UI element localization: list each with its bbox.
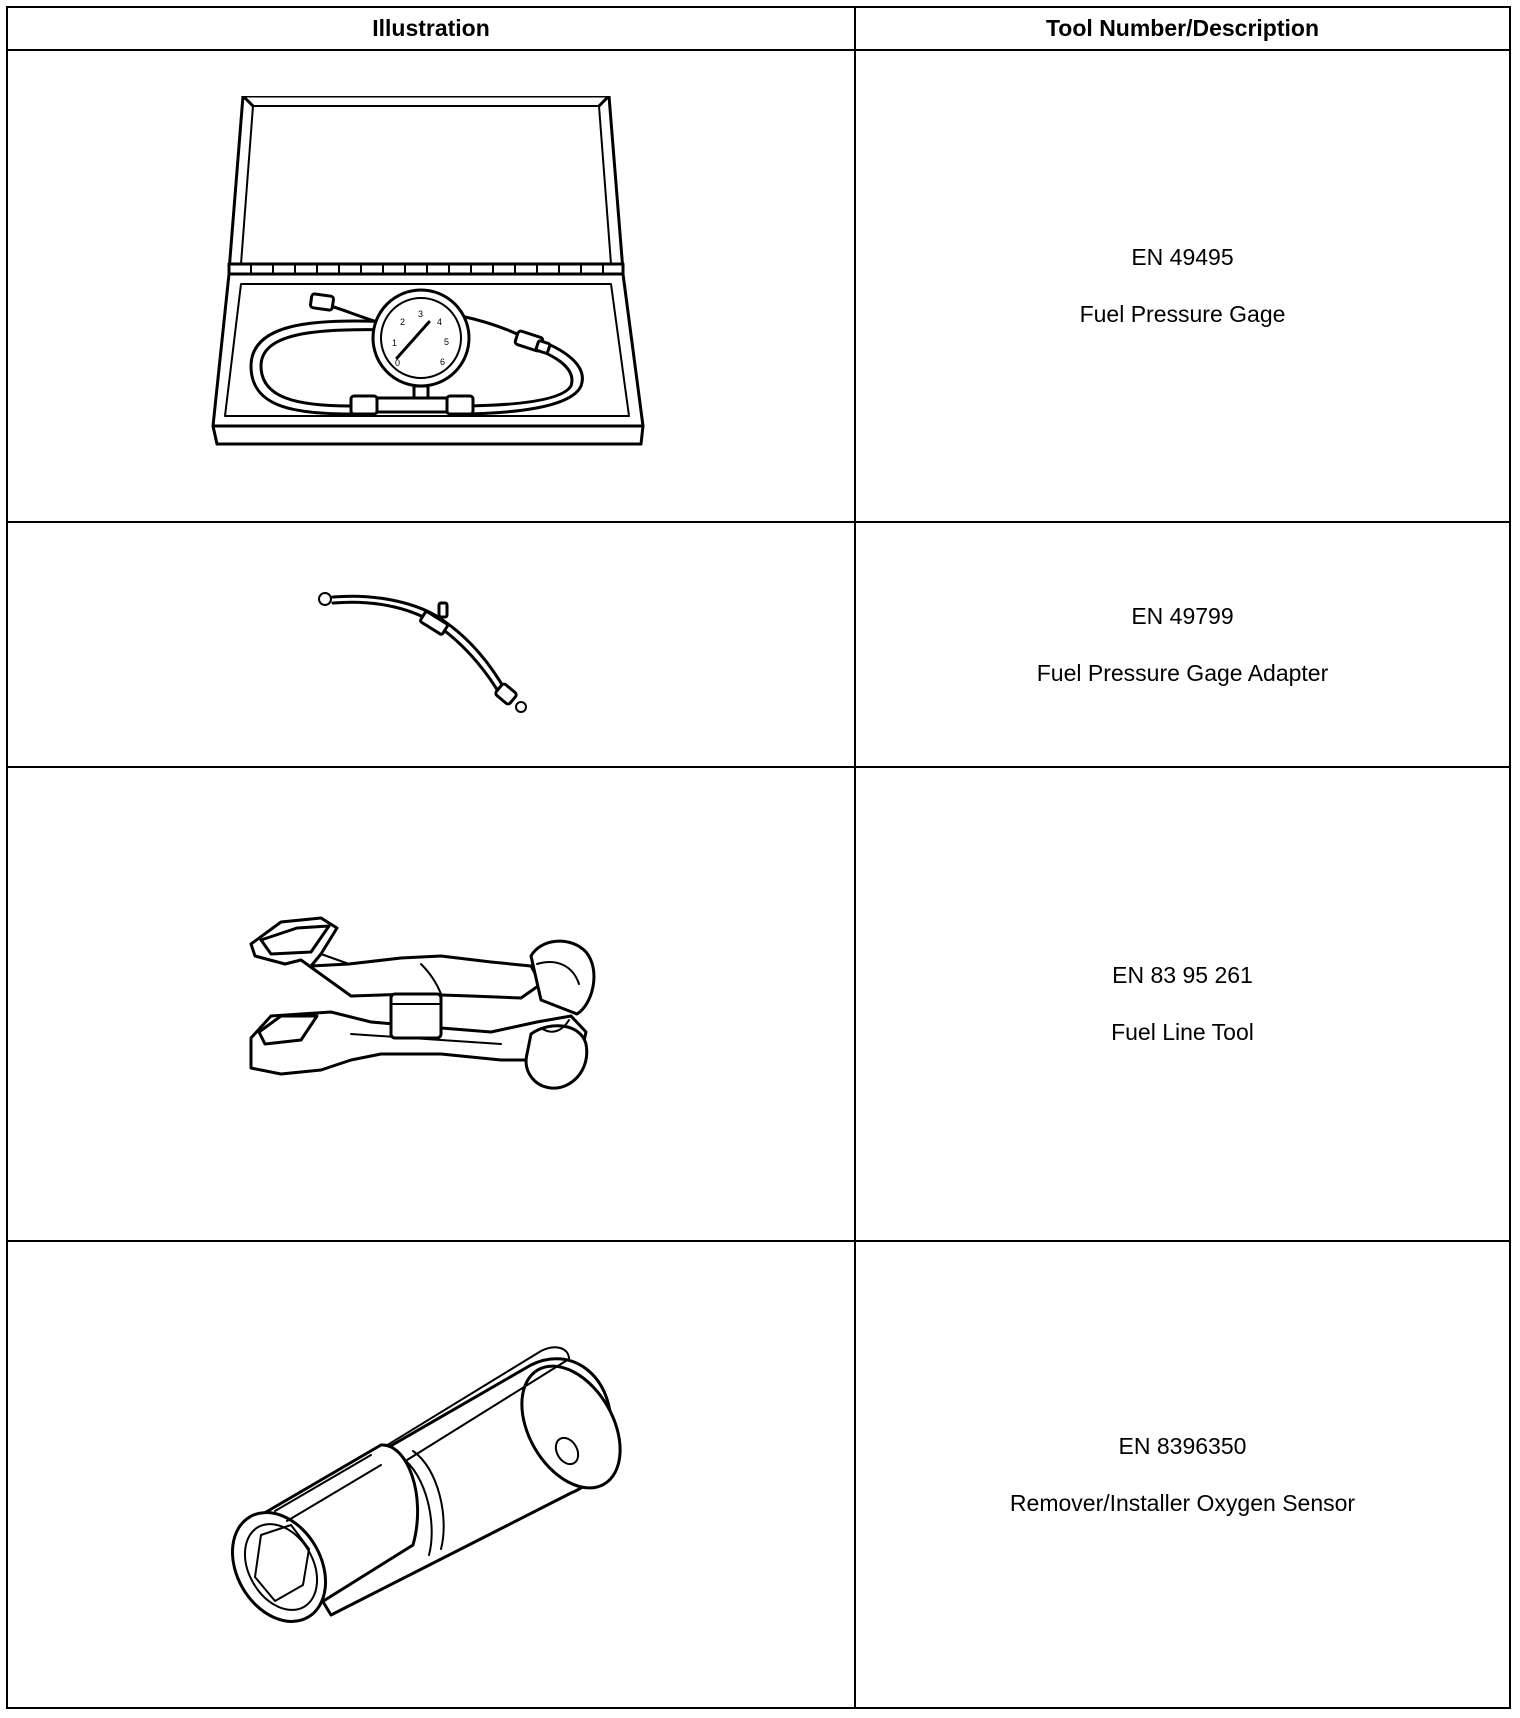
fuel-pressure-gage-adapter-illustration	[318, 591, 527, 713]
illustration-cell	[6, 1240, 856, 1709]
header-illustration: Illustration	[6, 6, 856, 51]
tool-description: Fuel Pressure Gage Adapter	[1036, 659, 1329, 686]
description-cell: EN 49799 Fuel Pressure Gage Adapter	[854, 521, 1511, 768]
illustration-cell: 0 1 2 3 4 5 6	[6, 49, 856, 523]
tool-description: Fuel Line Tool	[1111, 1019, 1254, 1045]
table-row: 0 1 2 3 4 5 6 EN 49495	[6, 49, 1511, 523]
tool-table: Illustration Tool Number/Description	[6, 6, 1511, 1709]
illustration-cell	[6, 521, 856, 768]
tool-description: Fuel Pressure Gage	[1079, 301, 1286, 327]
dial-number: 2	[400, 317, 405, 327]
header-row: Illustration Tool Number/Description	[6, 6, 1511, 51]
fuel-pressure-gage-kit-illustration: 0 1 2 3 4 5 6	[211, 96, 645, 446]
description-cell: EN 83 95 261 Fuel Line Tool	[854, 766, 1511, 1242]
header-tool-number-description: Tool Number/Description	[854, 6, 1511, 51]
table-row: EN 83 95 261 Fuel Line Tool	[6, 766, 1511, 1242]
oxygen-sensor-socket-illustration	[231, 1345, 622, 1623]
tool-number: EN 83 95 261	[1112, 962, 1253, 988]
description-cell: EN 8396350 Remover/Installer Oxygen Sens…	[854, 1240, 1511, 1709]
dial-number: 5	[444, 337, 449, 347]
illustration-cell	[6, 766, 856, 1242]
table-row: EN 8396350 Remover/Installer Oxygen Sens…	[6, 1240, 1511, 1709]
tool-number: EN 49799	[1131, 602, 1234, 629]
tool-description: Remover/Installer Oxygen Sensor	[1009, 1489, 1356, 1516]
dial-number: 4	[437, 317, 442, 327]
table-row: EN 49799 Fuel Pressure Gage Adapter	[6, 521, 1511, 768]
tool-number: EN 49495	[1131, 244, 1234, 270]
dial-number: 6	[440, 357, 445, 367]
dial-number: 0	[395, 358, 400, 368]
description-cell: EN 49495 Fuel Pressure Gage	[854, 49, 1511, 523]
tool-number: EN 8396350	[1118, 1432, 1247, 1459]
fuel-line-tool-illustration	[249, 916, 596, 1090]
dial-number: 3	[418, 309, 423, 319]
dial-number: 1	[392, 338, 397, 348]
gauge-dial-numbers: 0 1 2 3 4 5 6	[392, 309, 449, 368]
